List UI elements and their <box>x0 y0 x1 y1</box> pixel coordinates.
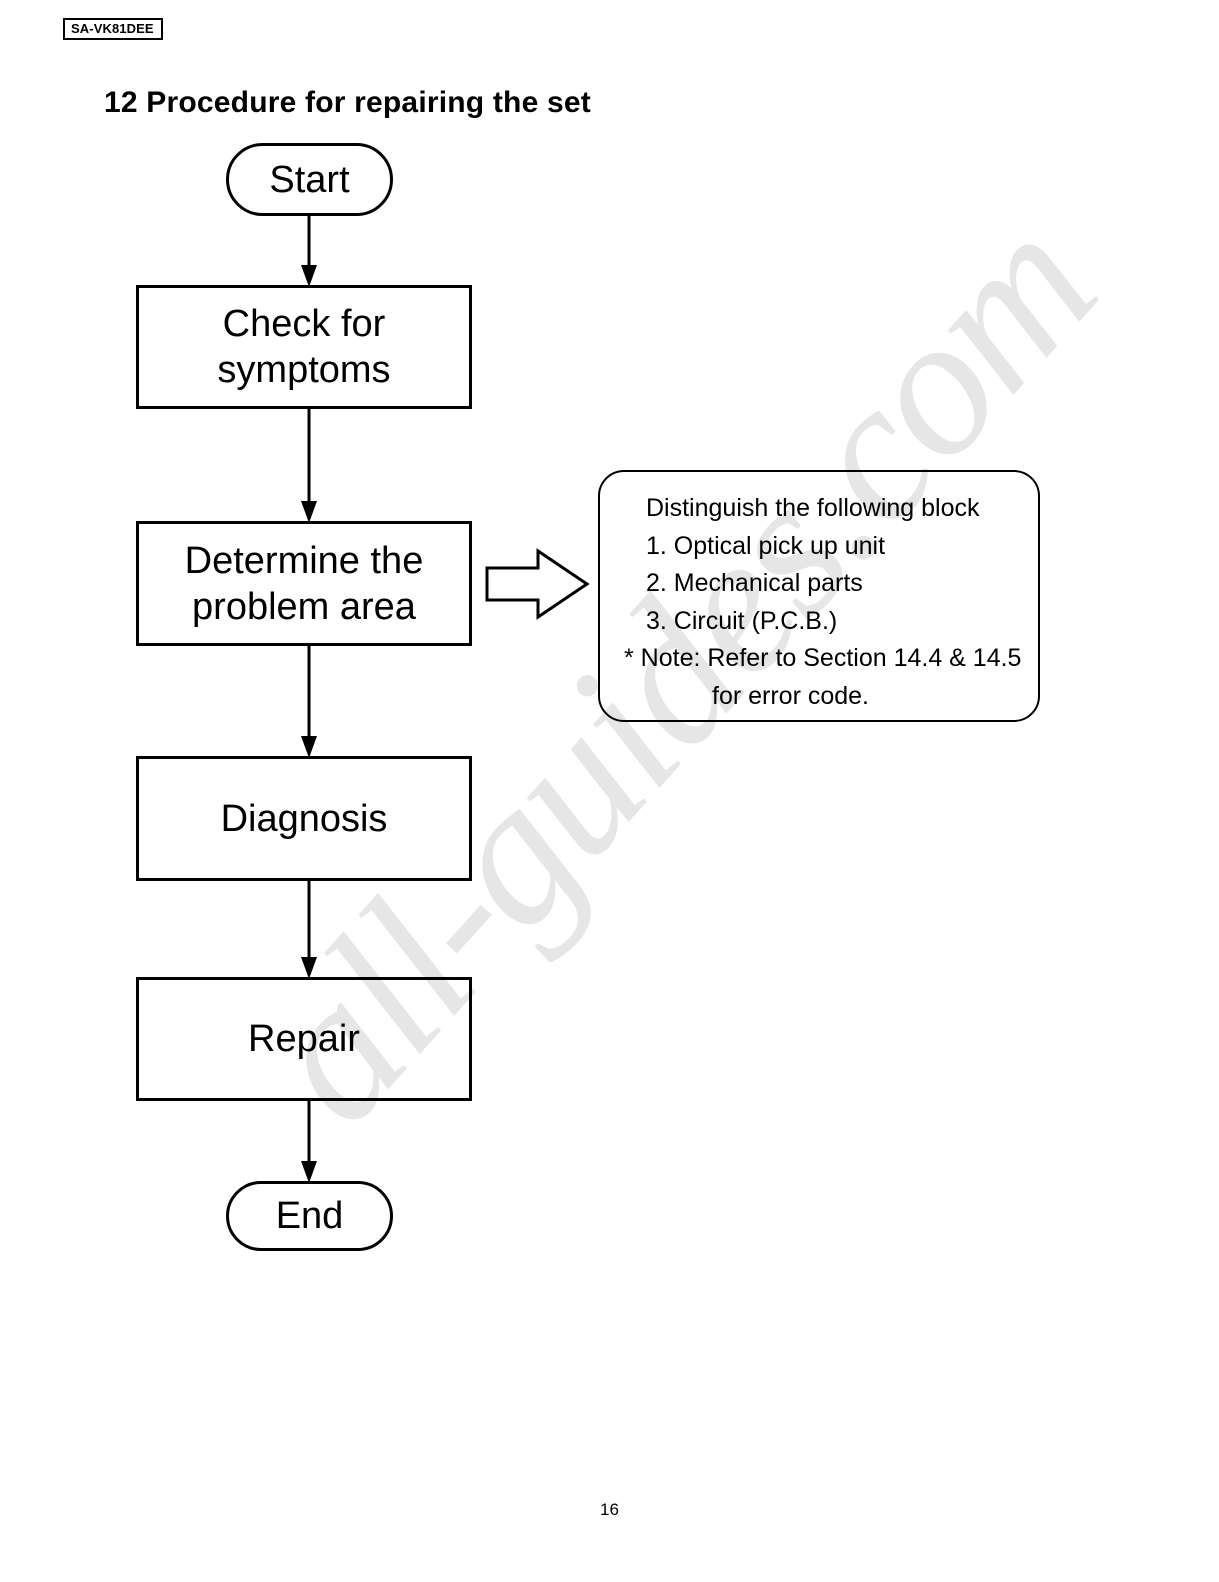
flow-node-determine-the-problem-area-label: Determine the problem area <box>184 539 424 628</box>
connector-start-to-check <box>301 216 317 287</box>
flow-node-end-label: End <box>275 1195 344 1237</box>
callout-item-2: 2. Mechanical parts <box>646 569 863 597</box>
callout-heading: Distinguish the following block <box>646 494 980 522</box>
callout-item-3: 3. Circuit (P.C.B.) <box>646 606 838 635</box>
flow-node-repair[interactable]: Repair <box>136 977 472 1101</box>
flow-node-repair-label: Repair <box>248 1018 360 1060</box>
page-number: 16 <box>600 1500 619 1519</box>
connector-determine-to-diagnosis <box>301 646 317 758</box>
model-number-badge: SA-VK81DEE <box>63 18 163 40</box>
flow-node-start[interactable]: Start <box>226 143 393 216</box>
callout-note-line-1: * Note: Refer to Section 14.4 & 14.5 <box>624 644 1022 672</box>
callout-item-1: 1. Optical pick up unit <box>646 531 886 560</box>
connector-repair-to-end <box>301 1101 317 1183</box>
callout-box: Distinguish the following block 1. Optic… <box>598 470 1040 722</box>
callout-note-line-2: for error code. <box>712 681 870 710</box>
connector-check-to-determine <box>301 409 317 523</box>
flow-node-diagnosis-label: Diagnosis <box>220 797 388 840</box>
flow-node-start-label: Start <box>269 158 350 201</box>
flow-node-end[interactable]: End <box>226 1181 393 1251</box>
connector-diagnosis-to-repair <box>301 881 317 979</box>
flow-node-diagnosis[interactable]: Diagnosis <box>136 756 472 881</box>
page-title: 12 Procedure for repairing the set <box>104 86 591 119</box>
flow-node-check-for-symptoms-label: Check for symptoms <box>217 303 391 391</box>
flow-node-determine-the-problem-area[interactable]: Determine the problem area <box>136 521 472 646</box>
flow-node-check-for-symptoms[interactable]: Check for symptoms <box>136 285 472 409</box>
block-arrow-right-icon <box>485 548 590 620</box>
